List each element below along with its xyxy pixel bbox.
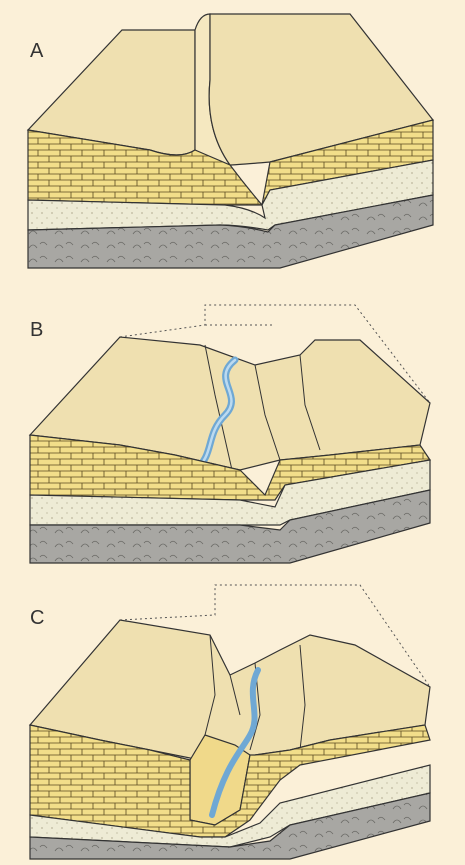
panel-b: B	[0, 285, 465, 575]
panel-c: C	[0, 575, 465, 865]
panel-c-diagram	[0, 575, 465, 865]
panel-label-b: B	[30, 319, 43, 342]
panel-label-a: A	[30, 40, 43, 63]
panel-label-c: C	[30, 607, 44, 630]
panel-a: A	[0, 0, 465, 285]
panel-a-diagram	[0, 0, 465, 285]
panel-b-diagram	[0, 285, 465, 575]
